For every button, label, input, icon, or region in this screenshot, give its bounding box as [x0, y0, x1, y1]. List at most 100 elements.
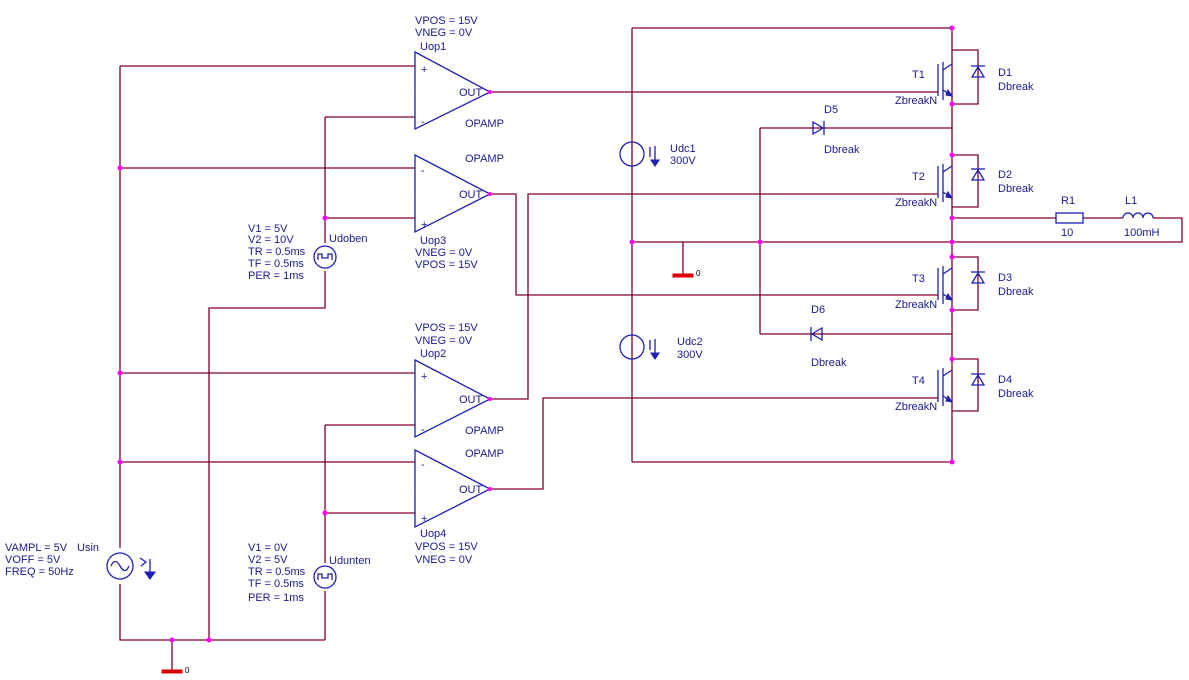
diode-name-label: D5 [824, 104, 838, 116]
ground-label: 0 [696, 269, 701, 278]
drain-lead [942, 165, 953, 173]
arrow-head-icon [945, 88, 954, 97]
wire-udoben-bottom [208, 271, 326, 640]
opamp-vneg-label: VNEG = 0V [415, 247, 473, 259]
source-name-label: Udoben [329, 233, 368, 245]
diode-triangle [970, 65, 986, 78]
opamp-name-label: Uop2 [420, 348, 446, 360]
ground-label: 0 [185, 666, 190, 675]
resistor-name-label: R1 [1061, 195, 1075, 207]
diode-triangle [970, 373, 986, 386]
transistor-t1: T1 ZbreakN [895, 62, 954, 107]
opamp-name-label: Uop3 [420, 235, 446, 247]
transistor-name-label: T1 [912, 69, 925, 81]
opamp-plus-label: + [421, 371, 427, 383]
diode-d2: D2 Dbreak [970, 168, 1034, 195]
junction-dot [206, 637, 212, 643]
opamp-out-label: OUT [459, 189, 483, 201]
wire-uop2-out [490, 193, 938, 400]
source-name-label: Usin [77, 542, 99, 554]
source-udoben: Udoben V1 = 5V V2 = 10V TR = 0.5ms TF = … [248, 223, 368, 282]
diode-name-label: D2 [998, 169, 1012, 181]
junction-dot [949, 254, 955, 260]
source-v2-label: V2 = 5V [248, 554, 288, 566]
opamp-triangle [414, 448, 492, 529]
arrow-head-icon [649, 352, 661, 360]
wires [119, 27, 1183, 670]
sine-source-symbol [106, 552, 134, 580]
resistor-value-label: 10 [1061, 227, 1073, 239]
resistor-body [1055, 212, 1084, 224]
pulse-icon [317, 573, 333, 580]
junction-dot [117, 370, 123, 376]
source-usin: Usin VAMPL = 5V VOFF = 5V FREQ = 50Hz [5, 542, 157, 580]
wire-uop4-out [490, 397, 938, 490]
diode-name-label: D6 [811, 304, 825, 316]
opamp-vpos-label: VPOS = 15V [415, 15, 478, 27]
opamp-vneg-label: VNEG = 0V [415, 27, 473, 39]
wire-d2-loop [952, 154, 979, 208]
diode-d1: D1 Dbreak [970, 65, 1034, 93]
source-tr-label: TR = 0.5ms [248, 566, 306, 578]
pulse-icon [317, 253, 333, 260]
opamp-minus-label: - [421, 424, 425, 436]
junction-dot [629, 239, 635, 245]
opamp-minus-label: - [421, 116, 425, 128]
diode-name-label: D3 [998, 272, 1012, 284]
opamp-out-label: OUT [459, 484, 483, 496]
opamp-model-label: OPAMP [465, 118, 504, 130]
diode-name-label: D1 [998, 67, 1012, 79]
opamp-triangle [414, 358, 492, 439]
source-tr-label: TR = 0.5ms [248, 246, 306, 258]
diode-d5: D5 Dbreak [812, 104, 860, 156]
source-name-label: Udc2 [677, 336, 703, 348]
opamp-out-label: OUT [459, 394, 483, 406]
junction-dot [949, 25, 955, 31]
wire-midpoint [632, 217, 1183, 243]
source-udc2: Udc2 300V [619, 334, 703, 361]
junction-dot [169, 637, 175, 643]
source-v2-label: V2 = 10V [248, 234, 294, 246]
source-vampl-label: VAMPL = 5V [5, 542, 68, 554]
ground-icon [161, 669, 183, 674]
diode-d4: D4 Dbreak [970, 373, 1034, 400]
junction-dot [949, 152, 955, 158]
source-freq-label: FREQ = 50Hz [5, 566, 74, 578]
junction-dot [757, 239, 763, 245]
opamp-uop2: + - OUT VPOS = 15V VNEG = 0V Uop2 OPAMP [414, 322, 504, 439]
transistor-t4: T4 ZbreakN [895, 368, 954, 413]
diode-model-label: Dbreak [998, 388, 1034, 400]
opamp-uop1: + - OUT VPOS = 15V VNEG = 0V Uop1 OPAMP [414, 15, 504, 131]
inductor-name-label: L1 [1125, 195, 1137, 207]
dc-source-symbol [619, 334, 645, 360]
opamp-plus-label: + [421, 513, 427, 525]
inductor-coil [1122, 212, 1154, 219]
opamp-plus-label: + [421, 64, 427, 76]
opamp-name-label: Uop1 [420, 41, 446, 53]
junction-dot [949, 356, 955, 362]
ground-left: 0 [161, 666, 190, 675]
transistor-name-label: T4 [912, 375, 925, 387]
arrow-head-icon [945, 292, 954, 301]
dc-source-symbol [619, 141, 645, 167]
arrow-head-icon [945, 394, 954, 403]
diode-model-label: Dbreak [998, 286, 1034, 298]
ground-mid: 0 [672, 269, 701, 278]
source-tf-label: TF = 0.5ms [248, 578, 304, 590]
junction-dot [117, 165, 123, 171]
drain-lead [942, 63, 953, 71]
junction-dot [322, 510, 328, 516]
source-per-label: PER = 1ms [248, 592, 304, 604]
inductor-value-label: 100mH [1124, 227, 1160, 239]
junction-dot [949, 101, 955, 107]
junction-dot [488, 487, 492, 491]
opamp-minus-label: - [421, 165, 425, 177]
drain-lead [942, 267, 953, 275]
junction-dot [488, 192, 492, 196]
junction-dot [949, 215, 955, 221]
diode-model-label: Dbreak [811, 357, 847, 369]
opamp-vpos-label: VPOS = 15V [415, 259, 478, 271]
diode-triangle [810, 326, 823, 342]
opamp-vneg-label: VNEG = 0V [415, 335, 473, 347]
source-per-label: PER = 1ms [248, 270, 304, 282]
